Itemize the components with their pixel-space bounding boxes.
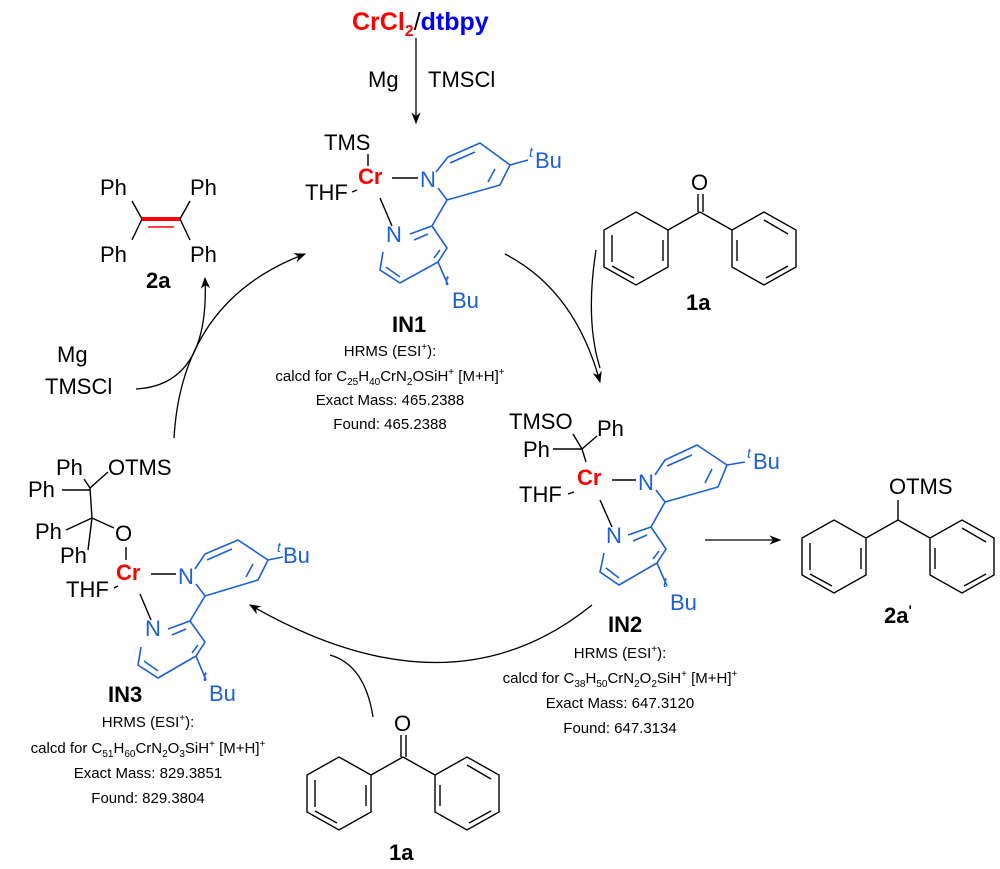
tmscl-reagent-label: TMSCl [428,67,495,92]
substrate-1a-entry-curve [590,249,601,369]
benzophenone-1a-top: O 1a [603,170,797,315]
precatalyst-label: CrCl2/dtbpy [352,8,489,40]
cr-center: Cr [358,164,383,189]
ph-label: Ph [56,455,83,480]
tmso-label: TMSO [509,409,573,434]
ph-label: Ph [100,175,127,200]
tbu-lower: Bu [670,590,697,615]
crcl2-subscript: 2 [405,23,414,40]
tbu-upper: Bu [753,449,780,474]
compound-1a-label: 1a [389,840,414,865]
compound-2a-label: 2a [146,268,171,293]
svg-text:CrCl2/dtbpy: CrCl2/dtbpy [352,8,489,40]
crcl2-text: CrCl [352,8,405,36]
n-atom-lower: N [386,222,402,247]
svg-text:t: t [277,539,282,555]
ph-label: Ph [35,519,62,544]
cr-center: Cr [116,560,141,585]
otms-label: OTMS [108,455,172,480]
svg-text:t: t [203,668,208,684]
tbu-lower: Bu [209,681,236,706]
in1-label: IN1 [392,312,426,337]
carbonyl-oxygen: O [691,170,708,195]
arrow-in1-to-in2 [504,253,602,384]
thf-ligand-label: THF [519,482,562,507]
ph-label: Ph [597,416,624,441]
substrate-1a-bottom-entry-curve [329,654,374,718]
product-2a: Ph Ph Ph Ph 2a [100,175,217,293]
svg-text:HRMS (ESI+):: HRMS (ESI+): [102,713,195,731]
arrow-in3-to-in1 [173,253,307,439]
intermediate-IN3: Ph OTMS Ph Ph O Ph Cr THF N t Bu N t Bu [28,455,310,707]
in2-found-mass: Found: 647.3134 [563,720,676,737]
svg-text:HRMS (ESI+):: HRMS (ESI+): [574,644,667,662]
compound-2a-prime-label: 2a' [884,602,912,628]
in3-label: IN3 [108,682,142,707]
in2-label: IN2 [608,612,642,637]
n-atom-upper: N [420,167,436,192]
in2-exact-mass: Exact Mass: 647.3120 [546,695,694,712]
in3-found-mass: Found: 829.3804 [91,790,204,807]
in1-found-mass: Found: 465.2388 [333,416,446,433]
n-atom-lower: N [606,523,622,548]
in1-hrms-data: HRMS (ESI+): calcd for C25H40CrN2OSiH+ [… [275,342,504,433]
n-atom-lower: N [145,616,161,641]
in3-exact-mass: Exact Mass: 829.3851 [74,765,222,782]
intermediate-IN2: TMSO Ph Ph Cr THF N t Bu N t Bu IN2 [509,409,780,637]
ph-label: Ph [190,242,217,267]
in1-exact-mass: Exact Mass: 465.2388 [316,392,464,409]
regen-tmscl-label: TMSCl [45,374,112,399]
in2-hrms-data: HRMS (ESI+): calcd for C38H50CrN2O2SiH+ … [503,644,738,737]
n-atom-upper: N [178,564,194,589]
carbonyl-oxygen: O [394,711,411,736]
tbu-prefix: t [529,144,534,160]
benzophenone-1a-bottom: O 1a [306,711,500,865]
tms-ligand-label: TMS [324,130,370,155]
mg-reagent-label: Mg [368,67,399,92]
compound-1a-label: 1a [686,290,711,315]
ph-label: Ph [100,242,127,267]
ph-label: Ph [190,175,217,200]
regen-mg-label: Mg [57,342,88,367]
side-product-2a-prime: OTMS 2a' [801,474,995,628]
separator: / [414,8,421,36]
cr-center: Cr [577,465,602,490]
otms-label: OTMS [889,474,953,499]
arrow-in2-to-in3 [248,604,593,664]
svg-text:t: t [663,574,668,590]
tbu-prefix: t [445,272,450,288]
ph-label: Ph [28,477,55,502]
in3-hrms-data: HRMS (ESI+): calcd for C51H60CrN2O3SiH+ … [31,713,266,807]
in2-formula: calcd for C38H50CrN2O2SiH+ [M+H]+ [503,669,738,690]
ph-label: Ph [60,543,87,568]
thf-ligand-label: THF [66,577,109,602]
thf-ligand-label: THF [305,180,348,205]
o-atom-label: O [115,521,132,546]
tbu-upper: Bu [535,148,562,173]
tbu-upper: Bu [283,543,310,568]
in1-formula: calcd for C25H40CrN2OSiH+ [M+H]+ [275,367,504,388]
arrow-release-2a [135,276,211,390]
tbu-lower: Bu [452,288,479,313]
in3-formula: calcd for C51H60CrN2O3SiH+ [M+H]+ [31,739,266,760]
svg-text:t: t [747,445,752,461]
intermediate-IN1: TMS Cr THF N t Bu N t Bu IN1 [305,130,562,337]
svg-text:HRMS (ESI+):: HRMS (ESI+): [344,342,437,360]
ph-label: Ph [523,437,550,462]
dtbpy-text: dtbpy [421,8,489,36]
n-atom-upper: N [638,470,654,495]
